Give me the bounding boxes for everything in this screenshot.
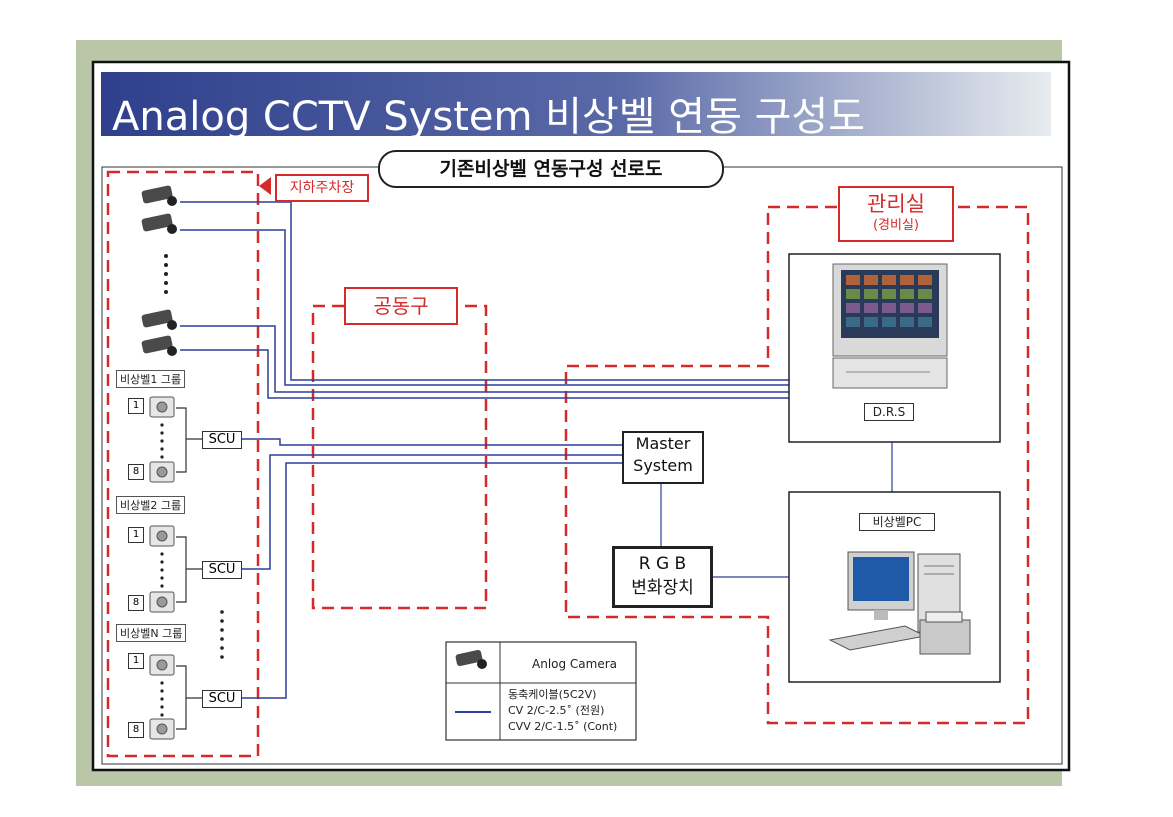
rgb-converter-line2: 변화장치 [631,578,694,598]
legend-cable-line2: CV 2/C-2.5˚ (전원) [508,704,605,717]
group-2-first-number: 1 [128,527,144,543]
device-links [660,442,893,578]
group-1-last-number: 8 [128,464,144,480]
title-bar [101,72,1051,136]
pc-workstation-icon [828,551,971,655]
camera-cables [180,201,789,399]
zone-label-parking: 지하주차장 [275,174,369,202]
camera-icon [141,309,177,330]
zone-label-management-sub: (경비실) [872,218,920,233]
legend-camera-label: Anlog Camera [532,657,618,671]
group-label-1: 비상벨1 그룹 [116,370,186,388]
scu-box-1: SCU [202,431,242,449]
zone-parking-border [106,170,260,758]
master-system-line1: Master [635,434,691,453]
group-2-last-number: 8 [128,595,144,611]
master-system-line2: System [633,456,693,475]
camera-icon [141,185,177,206]
group-brackets [176,407,202,730]
parking-tag-arrow [259,177,271,195]
diagram-subtitle: 기존비상벨 연동구성 선로도 [378,150,724,188]
master-system-box: Master System [622,431,704,484]
zone-label-common: 공동구 [344,287,458,325]
legend-cable-line3: CVV 2/C-1.5˚ (Cont) [508,720,618,733]
legend-cable-line1: 동축케이블(5C2V) [508,688,597,701]
group-label-2: 비상벨2 그룹 [116,496,186,514]
camera-icon [141,213,177,234]
scu-box-2: SCU [202,561,242,579]
legend-camera-icon [455,649,487,669]
page-title: Analog CCTV System 비상벨 연동 구성도 [112,94,865,140]
group-n-last-number: 8 [128,722,144,738]
rgb-converter-box: R G B 변화장치 [612,546,713,608]
zone-label-management-title: 관리실 [867,192,925,216]
legend-cable-label: 동축케이블(5C2V) CV 2/C-2.5˚ (전원) CVV 2/C-1.5… [508,687,617,735]
zone-label-management: 관리실 (경비실) [838,186,954,242]
drs-recorder-icon [832,263,948,389]
emergency-bell-icons [149,396,175,740]
group-1-first-number: 1 [128,398,144,414]
camera-icon [141,335,177,356]
zone-management-border [564,205,1030,725]
pc-label: 비상벨PC [859,513,935,531]
ellipsis-dots [160,254,224,717]
rgb-converter-line1: R G B [638,554,687,574]
group-label-n: 비상벨N 그룹 [116,624,187,642]
scu-box-n: SCU [202,690,242,708]
drs-label: D.R.S [864,403,914,421]
scu-cables [240,438,622,699]
group-n-first-number: 1 [128,653,144,669]
